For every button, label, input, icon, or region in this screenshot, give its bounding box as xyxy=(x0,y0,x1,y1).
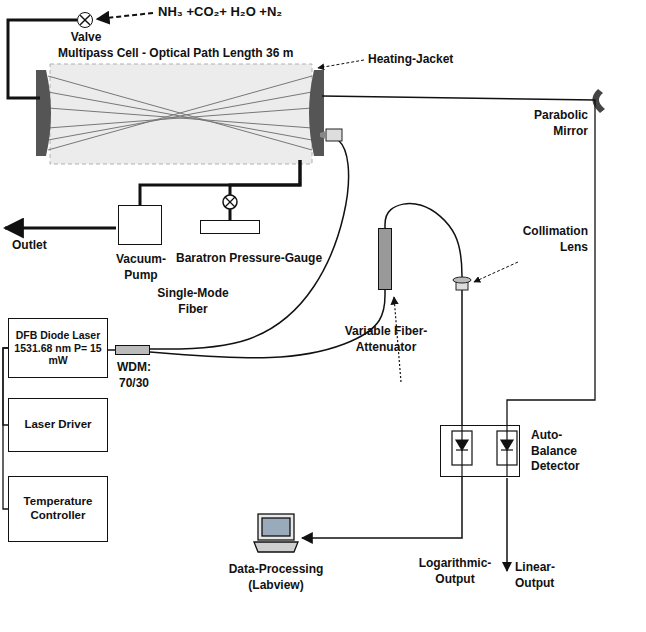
node-label: Variable Fiber-Attenuator xyxy=(331,324,441,355)
edge-group xyxy=(3,20,595,538)
part-name: Single-Mode Fiber xyxy=(150,286,236,317)
gas-inlet-arrow xyxy=(97,13,153,19)
valve-symbol xyxy=(225,197,235,207)
multipass-cell: Multipass Cell - Optical Path Length 36 … xyxy=(40,68,322,160)
overlay-parts xyxy=(223,129,471,290)
part-name: Parabolic Mirror xyxy=(508,108,588,139)
gas-mixture: NH₃ +CO₂+ H₂O +N₂ xyxy=(158,4,378,21)
valve-icon xyxy=(78,13,92,27)
outlet-pipe xyxy=(5,227,116,230)
wdm-coupler: WDM: 70/30 xyxy=(115,345,150,355)
node-label: Baratron Pressure-Gauge xyxy=(176,251,351,267)
signal-name: Logarithmic-Output xyxy=(405,556,505,587)
connector xyxy=(302,477,462,538)
fiber-collimator xyxy=(326,129,342,141)
connector xyxy=(150,290,385,358)
node-label: Data-Processing (Labview) xyxy=(201,562,351,593)
node-label: Vacuum-Pump xyxy=(106,252,176,283)
valve-cross xyxy=(80,15,90,25)
connector xyxy=(385,204,462,425)
connector xyxy=(230,160,300,220)
collimation-lens xyxy=(453,277,471,283)
laser-box: DFB Diode Laser 1531.68 nm P= 15 mW xyxy=(8,318,108,378)
balanced-detector: Auto-Balance Detector xyxy=(440,425,520,477)
valve-cross xyxy=(80,15,90,25)
photodiode-symbol xyxy=(452,426,472,476)
valve: Valve xyxy=(77,12,93,28)
laptop: Data-Processing (Labview) xyxy=(252,512,300,556)
det-icon xyxy=(441,426,519,476)
heating-jacket xyxy=(50,64,312,164)
valve-symbol xyxy=(225,197,235,207)
node-label: Temperature Controller xyxy=(13,495,103,523)
part-name: Collimation Lens xyxy=(500,224,588,255)
connector xyxy=(108,349,115,351)
driver-box: Laser Driver xyxy=(8,398,108,452)
part-name: Heating-Jacket xyxy=(368,52,488,68)
node-label: Valve xyxy=(61,30,111,46)
linear-output-line xyxy=(506,478,508,571)
cell-mirror xyxy=(36,70,51,156)
leader-line xyxy=(318,60,364,68)
fiber-attenuator: Variable Fiber-Attenuator xyxy=(378,228,392,290)
leader-line xyxy=(394,297,401,382)
controller-box: Temperature Controller xyxy=(8,476,108,542)
cell-mirror xyxy=(309,70,324,156)
laptop-symbol xyxy=(254,514,298,552)
pressure-gauge: Baratron Pressure-Gauge xyxy=(200,220,260,234)
node-label: DFB Diode Laser 1531.68 nm P= 15 mW xyxy=(13,329,103,367)
laptop-icon xyxy=(252,512,300,556)
fiber-collimator xyxy=(320,131,326,139)
valve-symbol xyxy=(223,195,237,209)
leader-line xyxy=(474,262,518,282)
node-label: Laser Driver xyxy=(24,418,91,432)
connector xyxy=(140,160,300,205)
node-label: Auto-Balance Detector xyxy=(531,428,603,475)
node-label: Multipass Cell - Optical Path Length 36 … xyxy=(58,46,388,62)
port-name: Outlet xyxy=(12,238,72,254)
beam-paths xyxy=(48,76,312,150)
connector xyxy=(150,135,349,349)
photodiode-symbol xyxy=(497,426,517,476)
parabolic-mirror xyxy=(592,89,605,113)
signal-name: Linear-Output xyxy=(515,560,575,591)
vacuum-pump: Vacuum-Pump xyxy=(118,205,162,245)
connector xyxy=(322,96,595,425)
node-label: WDM: 70/30 xyxy=(104,360,164,391)
